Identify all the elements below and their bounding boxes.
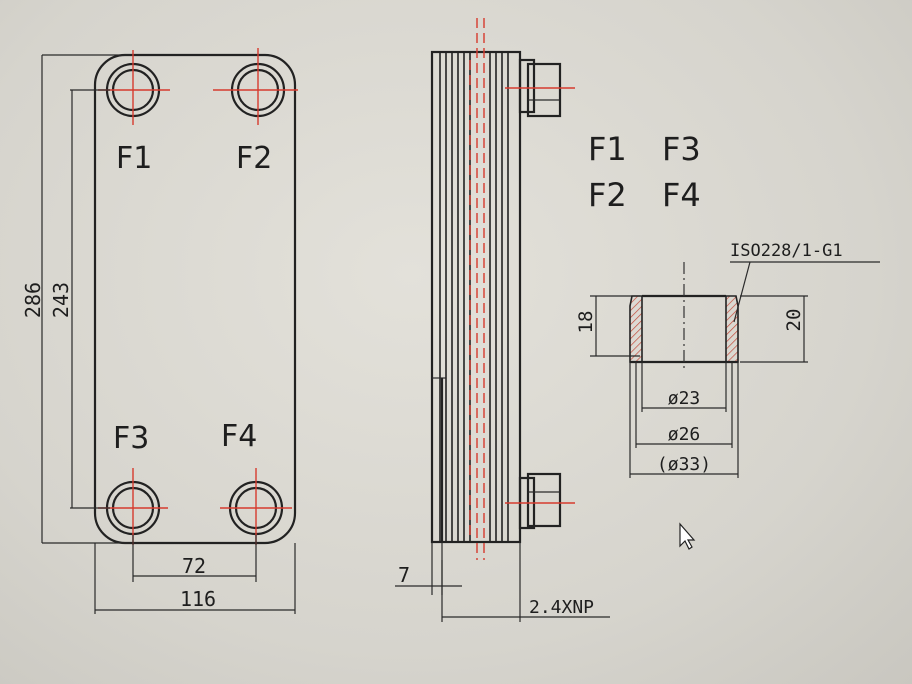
dimension-116: 116 <box>180 587 216 611</box>
port-f1 <box>98 50 170 125</box>
dimension-d-inner: ø23 <box>641 362 727 412</box>
port-label-f2: F2 <box>236 141 272 176</box>
port-label-f1: F1 <box>116 141 152 176</box>
dimension-d23: ø23 <box>668 388 701 409</box>
port-legend: F1 F3 F2 F4 <box>588 130 701 214</box>
dimension-20: 20 <box>783 309 805 332</box>
dimension-height-ports: 243 <box>49 89 110 509</box>
connector-detail: ISO228/1-G1 18 20 ø23 ø26 <box>575 241 880 478</box>
side-connector-top <box>505 58 575 118</box>
port-f2 <box>213 48 298 125</box>
dimension-d-mid: ø26 <box>635 362 733 448</box>
port-f4 <box>220 468 292 545</box>
dimension-d33: (ø33) <box>657 454 711 475</box>
dimension-2-4xnp: 2.4XNP <box>529 597 594 618</box>
dimension-width-ports: 72 <box>132 535 257 582</box>
port-label-f3: F3 <box>113 421 149 456</box>
dimension-pack: 2.4XNP <box>441 542 610 622</box>
dimension-d26: ø26 <box>668 424 701 445</box>
plate-outline <box>93 53 297 545</box>
dimension-height-total: 286 <box>21 54 130 544</box>
legend-f2: F2 <box>588 176 627 214</box>
dimension-h-inner: 18 <box>575 295 640 357</box>
front-view: F1 F2 F3 F4 286 243 72 1 <box>21 48 298 614</box>
dimension-286: 286 <box>21 282 45 318</box>
side-connector-bottom <box>505 472 575 530</box>
dimension-d-outer: (ø33) <box>629 362 739 478</box>
dimension-72: 72 <box>182 554 206 578</box>
dimension-243: 243 <box>49 282 73 318</box>
dimension-thickness: 7 <box>395 542 462 595</box>
thread-spec: ISO228/1-G1 <box>730 241 843 261</box>
port-f3 <box>98 468 168 545</box>
dimension-width-total: 116 <box>94 543 296 614</box>
legend-f1: F1 <box>588 130 627 168</box>
dimension-7: 7 <box>398 563 410 587</box>
plate-layers <box>439 52 509 542</box>
dimension-h-outer: 20 <box>740 295 808 363</box>
plate-pack-outline <box>430 50 522 544</box>
legend-f3: F3 <box>662 130 701 168</box>
connector-wall-left <box>629 295 643 363</box>
mouse-cursor-icon <box>679 522 696 550</box>
port-label-f4: F4 <box>221 419 257 454</box>
connector-wall-right <box>725 295 739 363</box>
legend-f4: F4 <box>662 176 701 214</box>
side-view: 7 2.4XNP <box>395 18 610 622</box>
dimension-18: 18 <box>575 311 597 334</box>
